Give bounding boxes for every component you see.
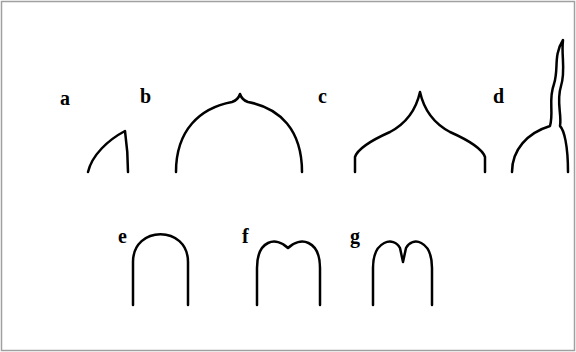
caudate-apex xyxy=(512,40,568,172)
panel-letter: d xyxy=(493,86,504,106)
mucronate-apex xyxy=(176,94,302,172)
panel-letter: e xyxy=(118,226,127,246)
panel-letter: a xyxy=(60,88,70,108)
retuse-apex xyxy=(257,242,320,305)
emarginate-apex xyxy=(373,242,432,305)
panel-letter: f xyxy=(242,226,249,246)
panel-letter: b xyxy=(140,86,151,106)
panel-letter: g xyxy=(350,226,360,246)
acute-apex xyxy=(88,131,128,172)
panel-letter: c xyxy=(318,86,327,106)
acuminate-apex xyxy=(355,92,485,172)
rounded-apex xyxy=(133,234,188,305)
